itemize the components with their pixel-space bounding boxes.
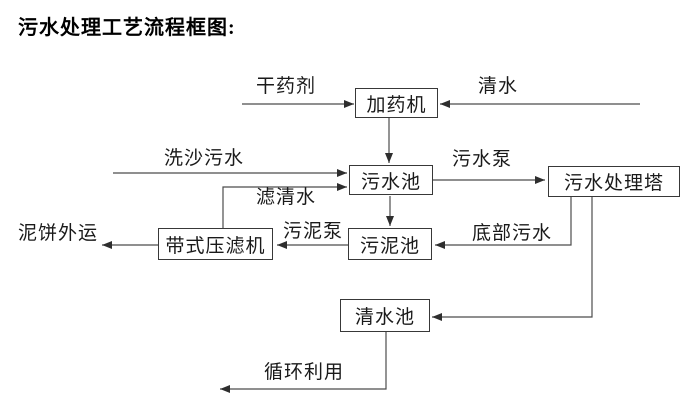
- edge-label-filtered-water: 滤清水: [256, 187, 317, 208]
- edge-label-dry-chemical: 干药剂: [256, 76, 317, 97]
- arrow-filtered-water-to-sewage-pool: [222, 183, 347, 228]
- node-dosing-machine: 加药机: [355, 88, 438, 118]
- edge-label-sand-washing-sewage: 洗沙污水: [164, 148, 245, 169]
- node-sewage-treatment-tower: 污水处理塔: [548, 166, 680, 197]
- arrow-tower-to-clean-water-pool: [432, 197, 593, 321]
- edge-label-sewage-pump: 污水泵: [452, 149, 513, 170]
- page-title: 污水处理工艺流程框图:: [18, 17, 236, 39]
- arrow-clean-pool-to-recycling: [220, 332, 387, 393]
- edge-label-recycling: 循环利用: [264, 362, 345, 383]
- node-clean-water-pool: 清水池: [340, 299, 430, 332]
- node-sludge-pool: 污泥池: [348, 228, 432, 260]
- edge-label-sludge-pump: 污泥泵: [283, 221, 344, 242]
- edge-label-clean-water: 清水: [478, 76, 519, 97]
- node-belt-filter-press: 带式压滤机: [158, 228, 273, 260]
- edge-label-bottom-sewage: 底部污水: [472, 223, 553, 244]
- edge-label-mud-cake-outbound: 泥饼外运: [18, 223, 99, 244]
- arrow-tower-bottom-sewage-to-sludge-pool: [435, 197, 572, 249]
- node-sewage-pool: 污水池: [349, 165, 433, 195]
